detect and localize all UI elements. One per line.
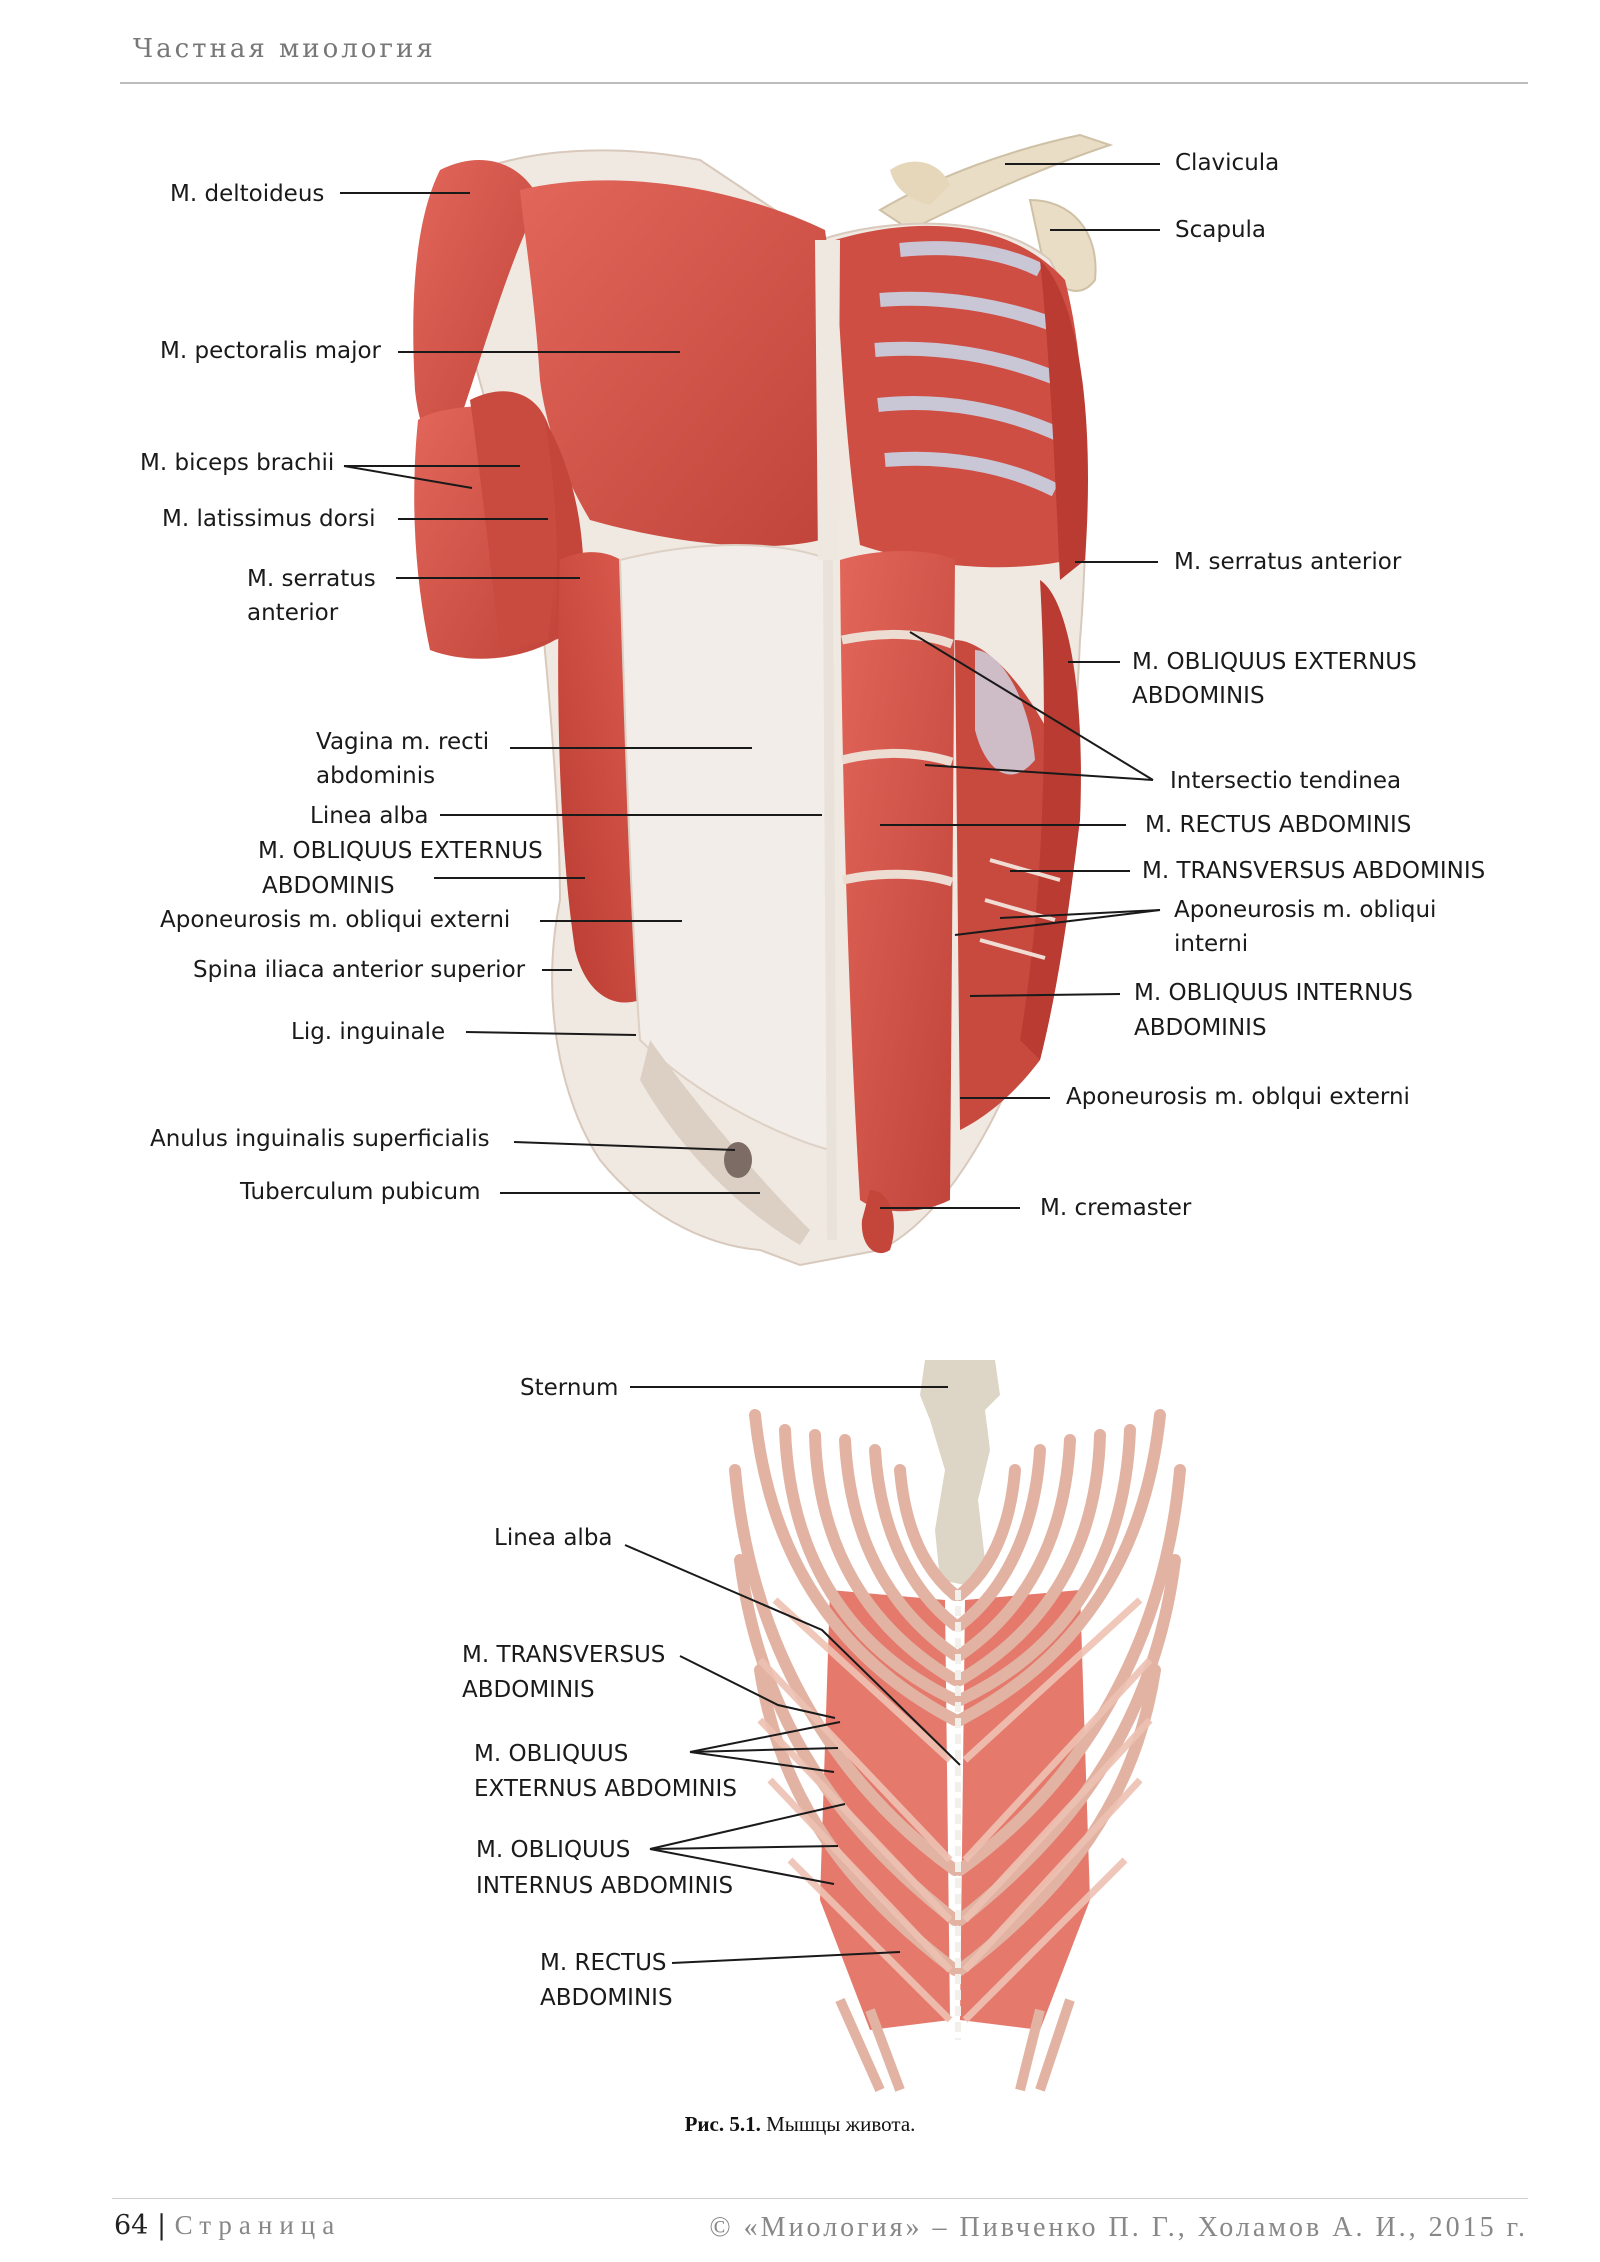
label-obl-ext-right-2: ABDOMINIS <box>1132 683 1265 709</box>
figure-caption: Рис. 5.1. Мышцы живота. <box>0 2112 1600 2137</box>
oblique-fibers <box>757 1597 1153 2023</box>
leader-lines-top <box>340 163 1161 1209</box>
label-obl-int-bottom-1: M. OBLIQUUS <box>476 1837 630 1863</box>
label-obl-ext-bottom-1: M. OBLIQUUS <box>474 1741 628 1767</box>
caption-text: Мышцы живота. <box>760 2112 916 2136</box>
label-serratus-left-1: M. serratus <box>247 566 376 592</box>
label-lig-inguinale: Lig. inguinale <box>291 1019 445 1045</box>
label-linea-alba-top: Linea alba <box>310 803 429 829</box>
label-vagina-2: abdominis <box>316 763 435 789</box>
anulus-inguinalis <box>724 1142 752 1178</box>
page-number-block: 64 | Страница <box>114 2210 341 2241</box>
copyright: © «Миология» – Пивченко П. Г., Холамов А… <box>709 2212 1528 2243</box>
rectus-abdominis <box>840 551 955 1212</box>
label-tuberculum: Tuberculum pubicum <box>239 1179 481 1205</box>
label-apon-ext-right: Aponeurosis m. oblqui externi <box>1066 1084 1410 1110</box>
page-word: Страница <box>174 2210 342 2240</box>
label-linea-alba-bottom: Linea alba <box>494 1525 613 1551</box>
header-divider <box>120 82 1528 84</box>
label-sternum: Sternum <box>520 1375 618 1401</box>
label-spina: Spina iliaca anterior superior <box>193 957 526 983</box>
inguinal-left <box>640 1040 810 1245</box>
biceps <box>470 391 555 650</box>
rib-bands <box>874 241 1063 497</box>
vagina-m-recti <box>618 544 831 1152</box>
label-transversus-bottom-2: ABDOMINIS <box>462 1677 595 1703</box>
label-obl-int-2: ABDOMINIS <box>1134 1015 1267 1041</box>
label-vagina-1: Vagina m. recti <box>316 729 489 755</box>
label-transversus-top: M. TRANSVERSUS ABDOMINIS <box>1142 858 1485 884</box>
label-apon-int-1: Aponeurosis m. obliqui <box>1174 897 1436 923</box>
serratus-right <box>1040 260 1088 580</box>
obliquus-externus-right <box>1020 580 1081 1060</box>
labels-top: M. deltoideus M. pectoralis major M. bic… <box>140 150 1485 1221</box>
tails <box>835 1997 1075 2093</box>
sternum-top <box>815 240 840 560</box>
label-intersectio: Intersectio tendinea <box>1170 768 1401 794</box>
sternum-bone <box>920 1360 1000 1585</box>
label-obl-ext-left-1: M. OBLIQUUS EXTERNUS <box>258 838 543 864</box>
page-separator: | <box>148 2210 175 2241</box>
pectoralis-major <box>520 180 833 547</box>
label-rectus-bottom-1: M. RECTUS <box>540 1950 667 1976</box>
intersectio-tendinea-lines <box>840 629 954 887</box>
page-number: 64 <box>114 2210 149 2241</box>
label-aponeurosis-ext: Aponeurosis m. obliqui externi <box>160 907 510 933</box>
label-rectus-top: M. RECTUS ABDOMINIS <box>1145 812 1411 838</box>
label-scapula: Scapula <box>1175 217 1266 243</box>
label-latissimus-dorsi: M. latissimus dorsi <box>162 506 376 532</box>
label-pectoralis-major: M. pectoralis major <box>160 338 382 364</box>
running-head: Частная миология <box>133 34 436 64</box>
label-serratus-left-2: anterior <box>247 600 339 626</box>
deltoid <box>413 160 540 446</box>
label-obl-ext-left-2: ABDOMINIS <box>262 873 395 899</box>
label-rectus-bottom-2: ABDOMINIS <box>540 1985 673 2011</box>
torso-illustration <box>413 133 1114 1267</box>
schematic-illustration <box>729 1360 1186 2093</box>
leader-lines-bottom <box>624 1386 961 1964</box>
label-obl-int-bottom-2: INTERNUS ABDOMINIS <box>476 1873 733 1899</box>
label-obl-int-1: M. OBLIQUUS INTERNUS <box>1134 980 1413 1006</box>
label-anulus: Anulus inguinalis superficialis <box>150 1126 490 1152</box>
label-deltoideus: M. deltoideus <box>170 181 324 207</box>
caption-label: Рис. 5.1. <box>684 2112 761 2136</box>
labels-bottom: Sternum Linea alba M. TRANSVERSUS ABDOMI… <box>462 1375 737 2011</box>
label-obl-ext-bottom-2: EXTERNUS ABDOMINIS <box>474 1776 737 1802</box>
footer-divider <box>112 2198 1528 2199</box>
label-apon-int-2: interni <box>1174 931 1248 957</box>
label-obl-ext-right-1: M. OBLIQUUS EXTERNUS <box>1132 649 1417 675</box>
label-transversus-bottom-1: M. TRANSVERSUS <box>462 1642 665 1668</box>
label-cremaster: M. cremaster <box>1040 1195 1192 1221</box>
label-clavicula: Clavicula <box>1175 150 1279 176</box>
coracoid <box>890 161 950 205</box>
label-biceps-brachii: M. biceps brachii <box>140 450 334 476</box>
label-serratus-right: M. serratus anterior <box>1174 549 1402 575</box>
cremaster <box>861 1190 894 1254</box>
